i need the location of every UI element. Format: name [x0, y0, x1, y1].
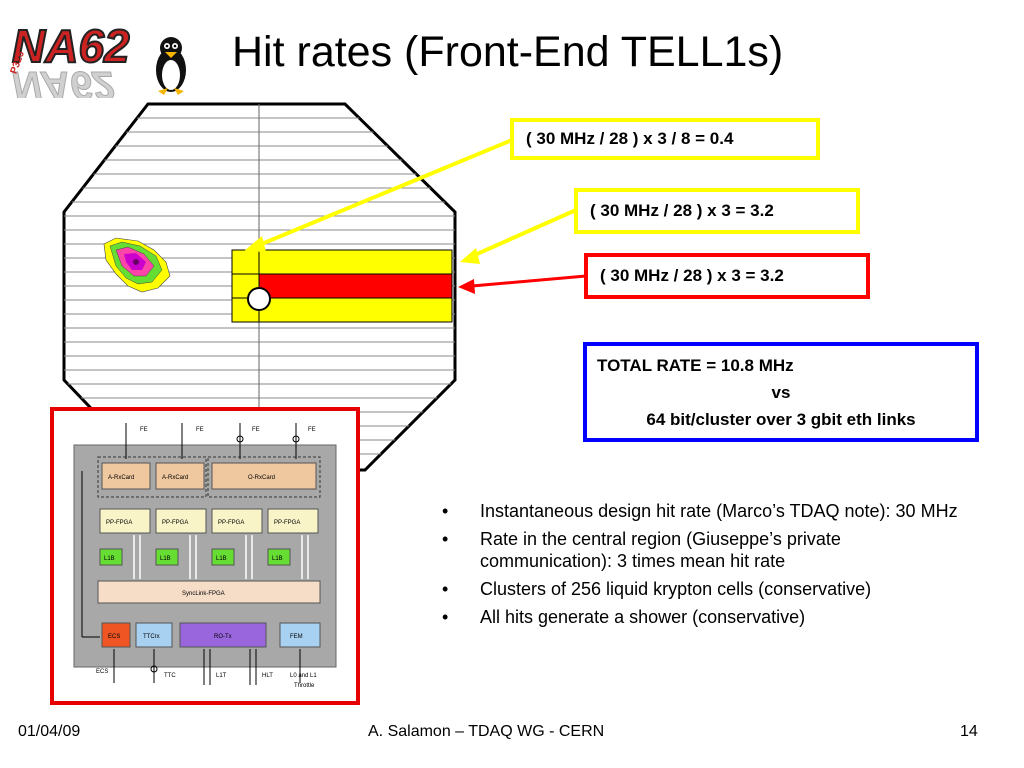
arrow-box3 [471, 274, 587, 288]
footer-author: A. Salamon – TDAQ WG - CERN [368, 723, 605, 740]
output-label: TTC [164, 673, 176, 679]
logo-reflection: NA62 [12, 63, 114, 98]
output-label: Throttle [294, 683, 315, 689]
bullet-dot: • [442, 501, 449, 521]
bullet-text: Clusters of 256 liquid krypton cells (co… [480, 579, 872, 599]
rotx-block-label: RO-Tx [214, 634, 232, 640]
upper-yellow-band [231, 249, 453, 275]
l1b-label: L1B [216, 556, 227, 562]
arrow-box1 [251, 138, 513, 250]
fpga-label: PP-FPGA [218, 520, 244, 526]
callout-box-upper: ( 30 MHz / 28 ) x 3 / 8 = 0.4 [510, 118, 820, 160]
fem-block-label: FEM [290, 634, 303, 640]
rxcard-label: A-RxCard [162, 475, 188, 481]
bullet-text: Rate in the central region (Giuseppe’s p… [480, 529, 841, 571]
callout-text: ( 30 MHz / 28 ) x 3 = 3.2 [600, 266, 784, 285]
callout-text: ( 30 MHz / 28 ) x 3 / 8 = 0.4 [526, 129, 734, 148]
fe-label: FE [140, 427, 148, 433]
beam-hole [247, 287, 271, 311]
total-rate-box: TOTAL RATE = 10.8 MHz vs 64 bit/cluster … [583, 342, 979, 442]
fe-label: FE [252, 427, 260, 433]
tell1-board-diagram: FE FE FE FE A-RxCard A-RxCard O-RxCard P… [73, 423, 337, 689]
vs-line: vs [771, 383, 791, 402]
bandwidth-line: 64 bit/cluster over 3 gbit eth links [646, 410, 916, 429]
output-label: L1T [216, 673, 227, 679]
bullet-text: Instantaneous design hit rate (Marco’s T… [480, 501, 958, 521]
bullet-dot: • [442, 529, 449, 549]
bullet-list: • Instantaneous design hit rate (Marco’s … [440, 500, 960, 634]
logo-text: NA62 [12, 20, 130, 72]
callout-box-red: ( 30 MHz / 28 ) x 3 = 3.2 [584, 253, 870, 299]
l1b-label: L1B [272, 556, 283, 562]
output-label: HLT [262, 673, 273, 679]
callout-text: ( 30 MHz / 28 ) x 3 = 3.2 [590, 201, 774, 220]
page-number: 14 [960, 723, 978, 740]
bullet-dot: • [442, 607, 449, 627]
l1b-label: L1B [160, 556, 171, 562]
na62-logo: NA62 NA62 P326 [9, 19, 186, 98]
callout-arrows [244, 138, 587, 294]
output-label: L0 and L1 [290, 673, 317, 679]
bullet-item: • All hits generate a shower (conservativ… [440, 606, 960, 628]
arrow-box2 [467, 208, 577, 260]
fpga-label: PP-FPGA [106, 520, 132, 526]
synclink-label: SyncLink-FPGA [182, 591, 225, 597]
bullet-dot: • [442, 579, 449, 599]
output-label: ECS [96, 669, 108, 675]
fpga-label: PP-FPGA [162, 520, 188, 526]
footer-date: 01/04/09 [18, 723, 81, 740]
fe-label: FE [308, 427, 316, 433]
bullet-item: • Clusters of 256 liquid krypton cells (c… [440, 578, 960, 600]
rxcard-label: A-RxCard [108, 475, 134, 481]
tell1-board-frame: FE FE FE FE A-RxCard A-RxCard O-RxCard P… [50, 407, 360, 705]
fe-label: FE [196, 427, 204, 433]
central-region-bands [231, 249, 453, 323]
ttcrx-block-label: TTCrx [143, 634, 160, 640]
fpga-label: PP-FPGA [274, 520, 300, 526]
slide-title: Hit rates (Front-End TELL1s) [232, 28, 784, 76]
bullet-item: • Instantaneous design hit rate (Marco’s … [440, 500, 960, 522]
ecs-block-label: ECS [108, 634, 120, 640]
total-rate-line: TOTAL RATE = 10.8 MHz [597, 356, 794, 375]
rxcard-label: O-RxCard [248, 475, 275, 481]
bullet-item: • Rate in the central region (Giuseppe’s … [440, 528, 960, 572]
shower-cluster [103, 237, 171, 293]
l1b-label: L1B [104, 556, 115, 562]
bullet-text: All hits generate a shower (conservative… [480, 607, 806, 627]
penguin-icon [156, 37, 186, 95]
callout-box-middle: ( 30 MHz / 28 ) x 3 = 3.2 [574, 188, 860, 234]
